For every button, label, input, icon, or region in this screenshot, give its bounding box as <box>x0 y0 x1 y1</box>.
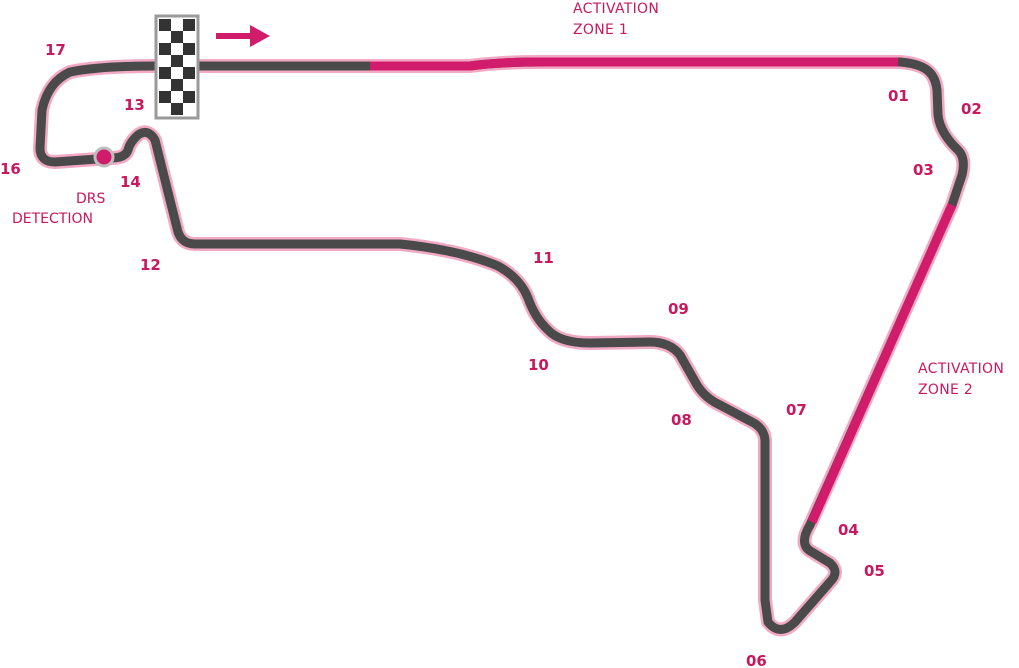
corner-label: 07 <box>786 401 807 419</box>
corner-label: 09 <box>668 300 689 318</box>
corner-label: 16 <box>0 160 21 178</box>
zone-1-label-line1: ACTIVATION <box>573 1 659 17</box>
corner-label: 04 <box>838 521 859 539</box>
drs-zone-2-segment <box>807 203 957 524</box>
checkered-flag-icon <box>154 14 200 120</box>
drs-detection-label-line1: DRS <box>76 191 106 207</box>
zone-2-label-line2: ZONE 2 <box>918 382 973 398</box>
corner-label: 11 <box>533 249 554 267</box>
corner-label: 05 <box>864 562 885 580</box>
track <box>35 57 968 634</box>
corner-label: 01 <box>888 87 909 105</box>
corner-label: 17 <box>45 41 66 59</box>
corner-label: 06 <box>746 652 767 668</box>
drs-detection-label-line2: DETECTION <box>12 211 93 227</box>
zone-2-label-line1: ACTIVATION <box>918 361 1004 377</box>
corner-label: 14 <box>120 173 141 191</box>
corner-label: 02 <box>961 100 982 118</box>
zone-1-label-line2: ZONE 1 <box>573 22 628 38</box>
corner-label: 08 <box>671 411 692 429</box>
drs-zone-1-segment <box>370 57 898 71</box>
dot-icon <box>93 146 115 168</box>
corner-label: 03 <box>913 161 934 179</box>
arrow-right-icon <box>216 25 270 47</box>
track-outline <box>33 55 971 637</box>
corner-label: 12 <box>140 256 161 274</box>
corner-label: 13 <box>124 96 145 114</box>
corner-label: 10 <box>528 356 549 374</box>
